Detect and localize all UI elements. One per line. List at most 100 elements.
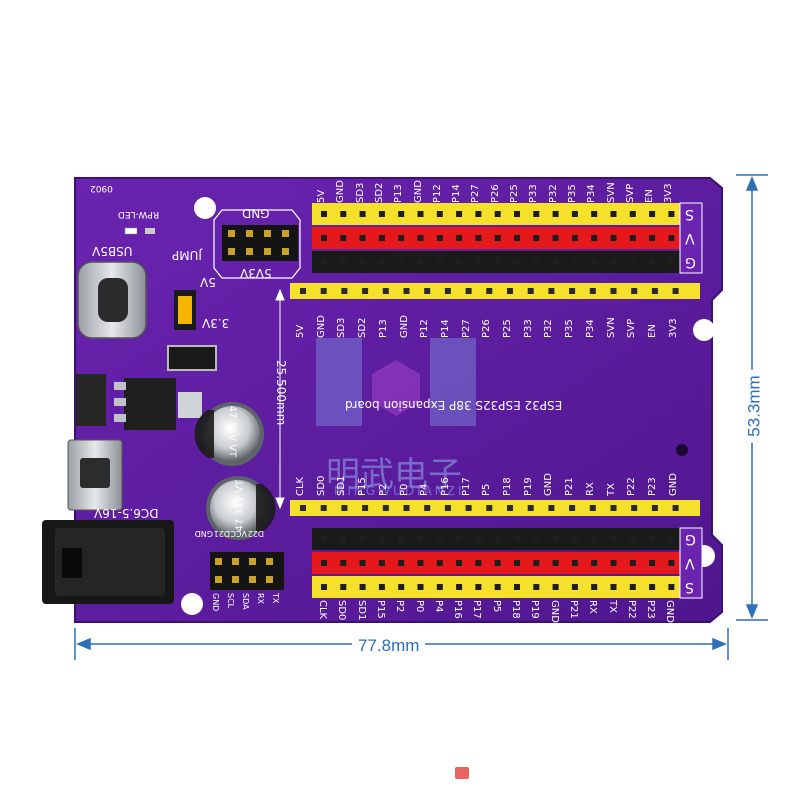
header-pin — [359, 211, 366, 217]
header-pin — [475, 560, 482, 566]
header-pin — [533, 211, 540, 217]
header-pin — [266, 576, 273, 583]
header-pin — [571, 259, 578, 265]
bottom-inner-pin-label: CLK — [295, 476, 306, 496]
socket-hole — [486, 288, 493, 294]
header-pin — [514, 211, 520, 217]
socket-hole — [300, 288, 306, 294]
status-led — [124, 227, 138, 235]
header-pin — [629, 584, 636, 590]
header-pin — [321, 211, 327, 217]
socket-hole — [382, 288, 389, 294]
header-pin — [649, 211, 656, 217]
top-inner-pin-label: P14 — [439, 319, 451, 338]
header-pin — [668, 259, 675, 265]
header-pin — [629, 259, 636, 265]
bottom-header-pin-label: P23 — [645, 600, 657, 619]
top-header-pin-label: SVP — [624, 183, 636, 203]
rail-label: G — [685, 531, 696, 547]
socket-hole — [651, 288, 658, 294]
top-header-pin-label: P27 — [470, 184, 482, 203]
header-pin — [649, 259, 656, 265]
bottom-inner-pin-label: P5 — [481, 483, 493, 496]
bottom-header-pin-label: P5 — [490, 600, 502, 613]
header-pin — [494, 584, 501, 590]
top-inner-socket — [290, 283, 700, 299]
header-pin — [436, 584, 443, 590]
board-title: ESP32 ESP32S 38P Expansion board — [345, 398, 563, 412]
socket-hole — [424, 505, 431, 511]
bottom-header-pin-label: P16 — [452, 600, 464, 619]
header-pin — [649, 235, 656, 241]
jump-label: JUMP — [172, 248, 202, 262]
header-pin — [340, 259, 347, 265]
capacitor-value: 47 35V VT — [226, 405, 238, 458]
socket-hole — [341, 505, 348, 511]
bottom-header-pin-label: SD0 — [336, 600, 348, 621]
header-pin — [215, 576, 222, 583]
header-pin — [436, 560, 443, 566]
bottom-header-pin-label: P19 — [529, 600, 541, 619]
uart-pin-label: GND — [211, 593, 220, 612]
uart-pin-label: RX — [256, 593, 265, 605]
uart-pin-label: SCL — [226, 593, 235, 609]
header-pin — [591, 259, 598, 265]
header-pin — [552, 560, 559, 566]
top-inner-pin-label: EN — [646, 324, 658, 338]
uart-pin-label: TX — [271, 593, 280, 604]
supply-label: 5V3V — [240, 266, 272, 280]
socket-hole — [589, 505, 596, 511]
header-pin — [340, 235, 347, 241]
usb-label: USB5V — [92, 244, 133, 258]
socket-hole — [320, 505, 327, 511]
header-pin — [456, 536, 463, 542]
top-header-pin-label: P32 — [547, 184, 559, 203]
rail-label: V — [685, 230, 695, 246]
board-code: 0902 — [90, 183, 113, 193]
header-pin — [610, 211, 617, 217]
header-pin — [552, 536, 559, 542]
dc-label: DC6.5-16V — [94, 506, 159, 520]
socket-hole — [631, 505, 638, 511]
bottom-header-pin-label: P15 — [374, 600, 386, 619]
bottom-inner-pin-label: SD0 — [315, 475, 327, 496]
header-pin — [571, 560, 578, 566]
socket-hole — [548, 505, 555, 511]
header-pin — [246, 248, 253, 255]
bottom-inner-pin-label: TX — [605, 483, 617, 496]
top-inner-pin-label: SD2 — [357, 317, 369, 338]
capacitor-value: 47 35V VT — [234, 479, 246, 532]
header-pin — [321, 536, 327, 542]
top-header-pin-label: P33 — [528, 184, 540, 203]
header-pin — [533, 536, 540, 542]
header-pin — [436, 235, 443, 241]
header-pin — [552, 259, 559, 265]
top-inner-pin-label: SVP — [626, 318, 638, 338]
bottom-inner-pin-label: GND — [543, 473, 555, 496]
socket-hole — [403, 505, 410, 511]
diode — [76, 374, 106, 426]
bottom-servo-header — [312, 527, 703, 599]
top-header-pin-label: 3V3 — [663, 183, 675, 203]
header-pin — [552, 235, 559, 241]
bottom-inner-pin-label: P22 — [626, 477, 638, 496]
header-pin — [417, 584, 424, 590]
header-pin — [340, 584, 347, 590]
header-pin — [359, 235, 366, 241]
socket-hole — [465, 288, 472, 294]
header-pin — [610, 584, 617, 590]
header-pin — [610, 235, 617, 241]
header-pin — [494, 560, 501, 566]
header-pin — [533, 560, 540, 566]
header-pin — [475, 211, 482, 217]
mount-hole — [194, 197, 216, 219]
header-pin — [340, 560, 347, 566]
header-pin — [398, 560, 405, 566]
pitch-label: 25.500mm — [274, 360, 288, 426]
bottom-header-pin-label: P17 — [471, 600, 483, 619]
voltage-regulator — [124, 378, 176, 430]
header-pin — [591, 560, 598, 566]
header-pin — [494, 536, 501, 542]
header-pin — [417, 259, 424, 265]
socket-hole — [382, 505, 389, 511]
